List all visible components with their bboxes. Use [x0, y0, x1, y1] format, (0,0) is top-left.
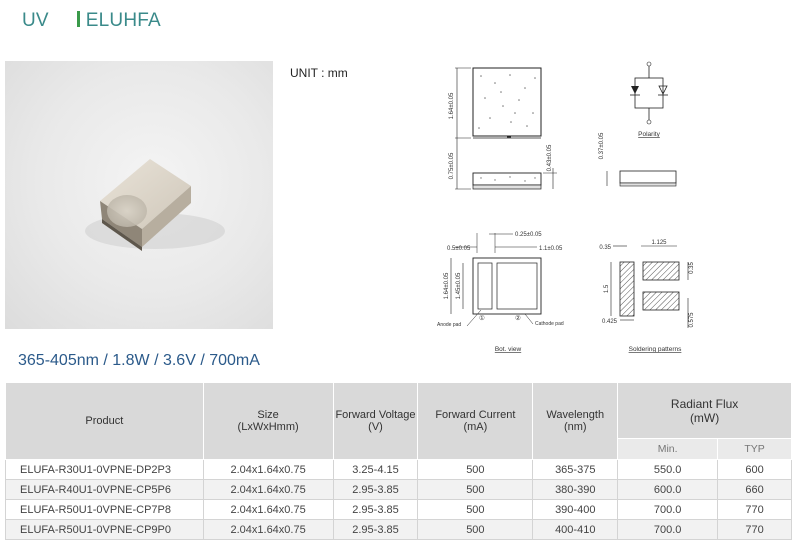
cell-product: ELUFA-R50U1-0VPNE-CP9P0	[5, 519, 204, 540]
cell-flux-min: 600.0	[617, 479, 719, 500]
soldering-pattern-drawing: 0.35 1.125 0.35 1.5 0.425 0.575 Solderin…	[599, 240, 695, 353]
cell-flux-min: 550.0	[617, 459, 719, 480]
title-divider	[76, 11, 80, 27]
cell-flux-typ: 770	[717, 519, 792, 540]
cell-wavelength: 380-390	[532, 479, 619, 500]
dim-037-label: 0.37±0.05	[599, 132, 605, 159]
s15-label: 1.5	[604, 284, 610, 293]
polarity-symbol: Polarity	[630, 61, 668, 138]
cell-voltage: 2.95-3.85	[332, 499, 419, 520]
table-row: ELUFA-R50U1-0VPNE-CP7P8 2.04x1.64x0.75 2…	[5, 499, 792, 520]
bot-view-label: Bot. view	[495, 346, 522, 353]
col-size: Size(LxWxHmm)	[202, 382, 334, 460]
dim-164-label: 1.64±0.05	[449, 92, 455, 119]
cell-size: 2.04x1.64x0.75	[202, 499, 334, 520]
side-view-small-drawing: 0.37±0.05	[599, 132, 677, 187]
dim-025-label: 0.25±0.05	[515, 232, 542, 238]
polarity-label: Polarity	[638, 131, 660, 138]
table-subheader-row: Min. TYP	[6, 438, 792, 460]
series-title: ELUHFA	[85, 10, 161, 31]
unit-label: UNIT : mm	[290, 66, 348, 80]
col-wavelength: Wavelength(nm)	[532, 382, 619, 460]
cell-product: ELUFA-R50U1-0VPNE-CP7P8	[5, 499, 204, 520]
dimension-drawings: 1.64±0.05 0.75±0.05 0.43±0.05 Polarity 0…	[437, 61, 695, 353]
cell-current: 500	[417, 479, 534, 500]
cell-current: 500	[417, 459, 534, 480]
dim-043-label: 0.43±0.05	[547, 144, 553, 171]
col-radiant-flux: Radiant Flux(mW)	[617, 382, 792, 439]
page-header: UV ELUHFA	[22, 10, 161, 32]
category-label: UV	[22, 10, 49, 31]
s035a-label: 0.35	[599, 245, 611, 251]
dim-11-label: 1.1±0.05	[539, 246, 563, 252]
dim-164b-label: 1.64±0.05	[444, 272, 450, 299]
cell-wavelength: 390-400	[532, 499, 619, 520]
spec-table: Product Size(LxWxHmm) Forward Voltage(V)…	[5, 382, 792, 540]
cell-current: 500	[417, 499, 534, 520]
pad1-marker: ①	[479, 314, 485, 322]
cell-product: ELUFA-R40U1-0VPNE-CP5P6	[5, 479, 204, 500]
cell-size: 2.04x1.64x0.75	[202, 459, 334, 480]
cell-wavelength: 365-375	[532, 459, 619, 480]
cell-flux-min: 700.0	[617, 519, 719, 540]
s1125-label: 1.125	[651, 240, 667, 246]
pad2-marker: ②	[515, 314, 521, 322]
soldering-label: Soldering patterns	[629, 346, 683, 353]
top-view-drawing: 1.64±0.05	[449, 67, 542, 139]
cell-flux-typ: 770	[717, 499, 792, 520]
cell-voltage: 2.95-3.85	[332, 519, 419, 540]
bottom-view-drawing: 0.25±0.05 0.5±0.05 1.1±0.05 1.64±0.05 1.…	[437, 232, 564, 353]
cell-product: ELUFA-R30U1-0VPNE-DP2P3	[5, 459, 204, 480]
s035b-label: 0.35	[689, 262, 695, 274]
dim-145-label: 1.45±0.05	[456, 272, 462, 299]
col-flux-min: Min.	[617, 438, 719, 460]
table-row: ELUFA-R30U1-0VPNE-DP2P3 2.04x1.64x0.75 3…	[5, 459, 792, 480]
s0425-label: 0.425	[602, 319, 618, 325]
dim-05-label: 0.5±0.05	[447, 246, 471, 252]
cathode-pad-label: Cathode pad	[535, 321, 564, 327]
col-voltage: Forward Voltage(V)	[332, 382, 419, 460]
col-product: Product	[5, 382, 204, 460]
col-current: Forward Current(mA)	[417, 382, 534, 460]
side-view-drawing: 0.75±0.05 0.43±0.05	[449, 138, 557, 190]
cell-voltage: 3.25-4.15	[332, 459, 419, 480]
dim-075-label: 0.75±0.05	[449, 152, 455, 179]
cell-current: 500	[417, 519, 534, 540]
led-package-image	[85, 159, 225, 251]
col-flux-typ: TYP	[717, 438, 792, 460]
cell-wavelength: 400-410	[532, 519, 619, 540]
anode-pad-label: Anode pad	[437, 322, 461, 328]
spec-subtitle: 365-405nm / 1.8W / 3.6V / 700mA	[18, 352, 260, 369]
product-photo	[5, 61, 273, 329]
cell-flux-min: 700.0	[617, 499, 719, 520]
s0575-label: 0.575	[689, 312, 695, 328]
cell-flux-typ: 600	[717, 459, 792, 480]
cell-size: 2.04x1.64x0.75	[202, 479, 334, 500]
table-row: ELUFA-R50U1-0VPNE-CP9P0 2.04x1.64x0.75 2…	[5, 519, 792, 540]
table-row: ELUFA-R40U1-0VPNE-CP5P6 2.04x1.64x0.75 2…	[5, 479, 792, 500]
cell-flux-typ: 660	[717, 479, 792, 500]
cell-voltage: 2.95-3.85	[332, 479, 419, 500]
cell-size: 2.04x1.64x0.75	[202, 519, 334, 540]
table-header-row: Product Size(LxWxHmm) Forward Voltage(V)…	[5, 382, 792, 460]
